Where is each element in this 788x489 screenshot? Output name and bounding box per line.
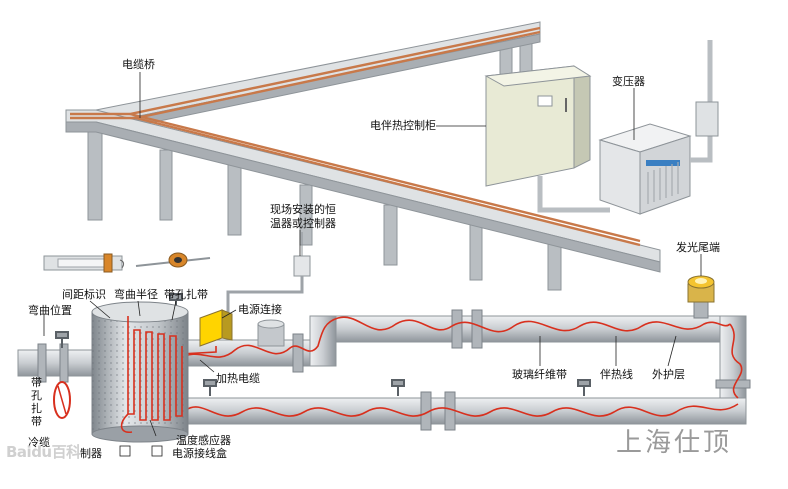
label-heating-cable: 加热电缆 xyxy=(216,372,260,385)
transformer xyxy=(598,40,719,215)
label-hole-strap-side: 带孔扎带 xyxy=(31,376,42,428)
cable-bridge xyxy=(65,21,661,291)
watermark-shangding: 上海仕顶 xyxy=(616,428,733,458)
strap-inset xyxy=(53,381,71,419)
label-end-light: 发光尾端 xyxy=(676,241,720,254)
thermostat-box xyxy=(226,232,311,316)
label-spacing-mark: 间距标识 xyxy=(62,288,106,301)
label-control-cabinet: 电伴热控制柜 xyxy=(370,119,436,132)
control-cabinet xyxy=(484,65,610,213)
label-junction-box: 电源接线盒 xyxy=(172,447,227,460)
label-heat-trace-line: 伴热线 xyxy=(600,368,633,381)
label-outer-layer: 外护层 xyxy=(652,368,685,381)
tank xyxy=(91,301,189,443)
label-temp-sensor: 温度感应器 xyxy=(176,434,231,447)
pipe-valves xyxy=(55,293,591,396)
label-controller: 制器 xyxy=(80,447,102,460)
label-transformer: 变压器 xyxy=(612,75,645,88)
label-glass-tape: 玻璃纤维带 xyxy=(512,368,567,381)
bridge-columns xyxy=(87,29,562,291)
label-thermostat-line2: 温器或控制器 xyxy=(270,217,336,230)
label-cable-bridge: 电缆桥 xyxy=(122,58,155,71)
power-connection-box xyxy=(179,309,285,355)
heating-cable-spiral xyxy=(177,316,743,417)
watermark-baidu: Baidu百科 xyxy=(6,443,81,461)
end-light xyxy=(687,275,715,319)
label-bend-position: 弯曲位置 xyxy=(28,304,72,317)
inset-details xyxy=(43,252,211,273)
tray-cables xyxy=(70,26,641,247)
pipe-loop xyxy=(17,275,751,431)
label-cold-cable: 冷缆 xyxy=(28,436,50,449)
label-thermostat-line1: 现场安装的恒 xyxy=(270,203,336,216)
label-hole-strap-top: 带孔扎带 xyxy=(164,288,208,301)
label-bend-radius: 弯曲半径 xyxy=(114,288,158,301)
label-power-connection: 电源连接 xyxy=(238,303,282,316)
